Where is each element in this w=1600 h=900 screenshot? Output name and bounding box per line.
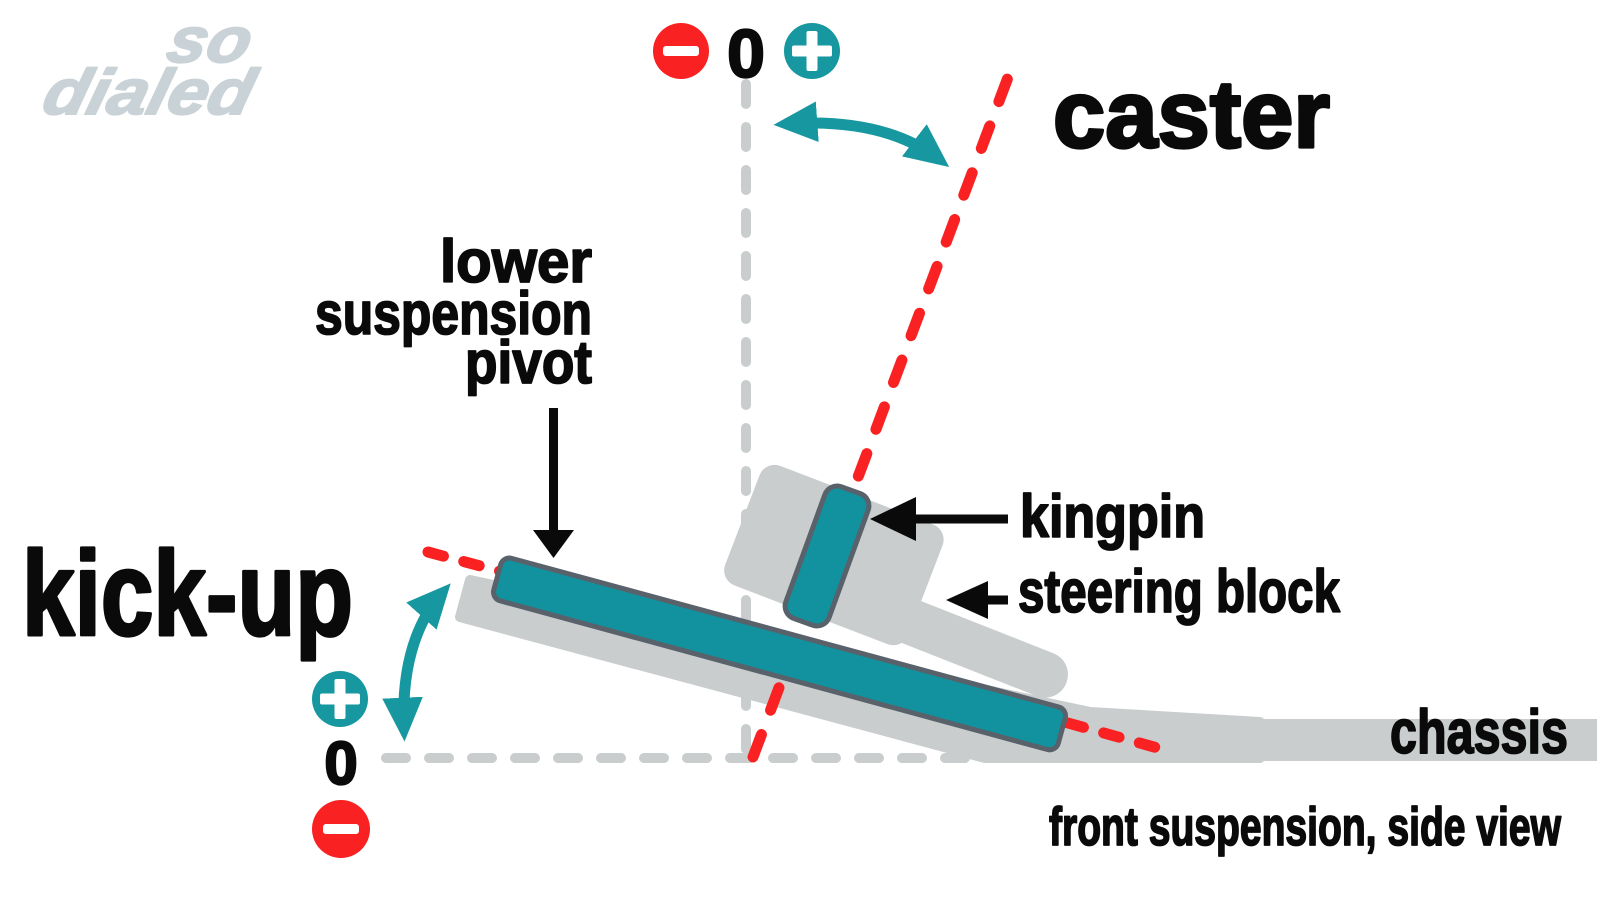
pivot-label-line1: lower (440, 228, 592, 295)
kickup-title: kick-up (22, 527, 353, 661)
brand-word-2: dialed (37, 56, 264, 128)
lower-suspension-arm (491, 555, 1068, 753)
plus-icon (784, 23, 840, 79)
pivot-label-line2: suspension (315, 280, 592, 347)
kickup-axis-line-right (1062, 717, 1178, 758)
pivot-label-line3: pivot (465, 329, 592, 396)
kickup-scale: 0 (312, 671, 370, 858)
minus-icon (653, 23, 709, 79)
steering-block-label: steering block (1018, 558, 1340, 625)
chassis-label: chassis (1390, 698, 1568, 767)
caster-scale: 0 (653, 15, 840, 93)
kingpin-label: kingpin (1020, 483, 1205, 550)
caster-zero-label: 0 (727, 16, 765, 92)
plus-icon (312, 671, 368, 727)
kickup-zero-label: 0 (324, 730, 357, 797)
steering-block-callout-arrow (946, 581, 1008, 619)
kickup-angle-arrow (382, 583, 451, 742)
chassis-plate (1093, 719, 1597, 761)
brand-word-1: so (161, 4, 261, 76)
caster-angle-arrow (773, 101, 950, 168)
brand-logo: so dialed (36, 3, 265, 129)
pivot-label: lower suspension pivot (314, 227, 593, 397)
pivot-callout-arrow (533, 408, 574, 558)
kingpin-part (782, 483, 872, 629)
caster-title: caster (1053, 61, 1330, 168)
minus-icon (312, 800, 370, 858)
view-caption: front suspension, side view (1049, 797, 1562, 857)
steering-block-arm (887, 598, 1068, 698)
kingpin-callout-arrow (870, 497, 1008, 541)
